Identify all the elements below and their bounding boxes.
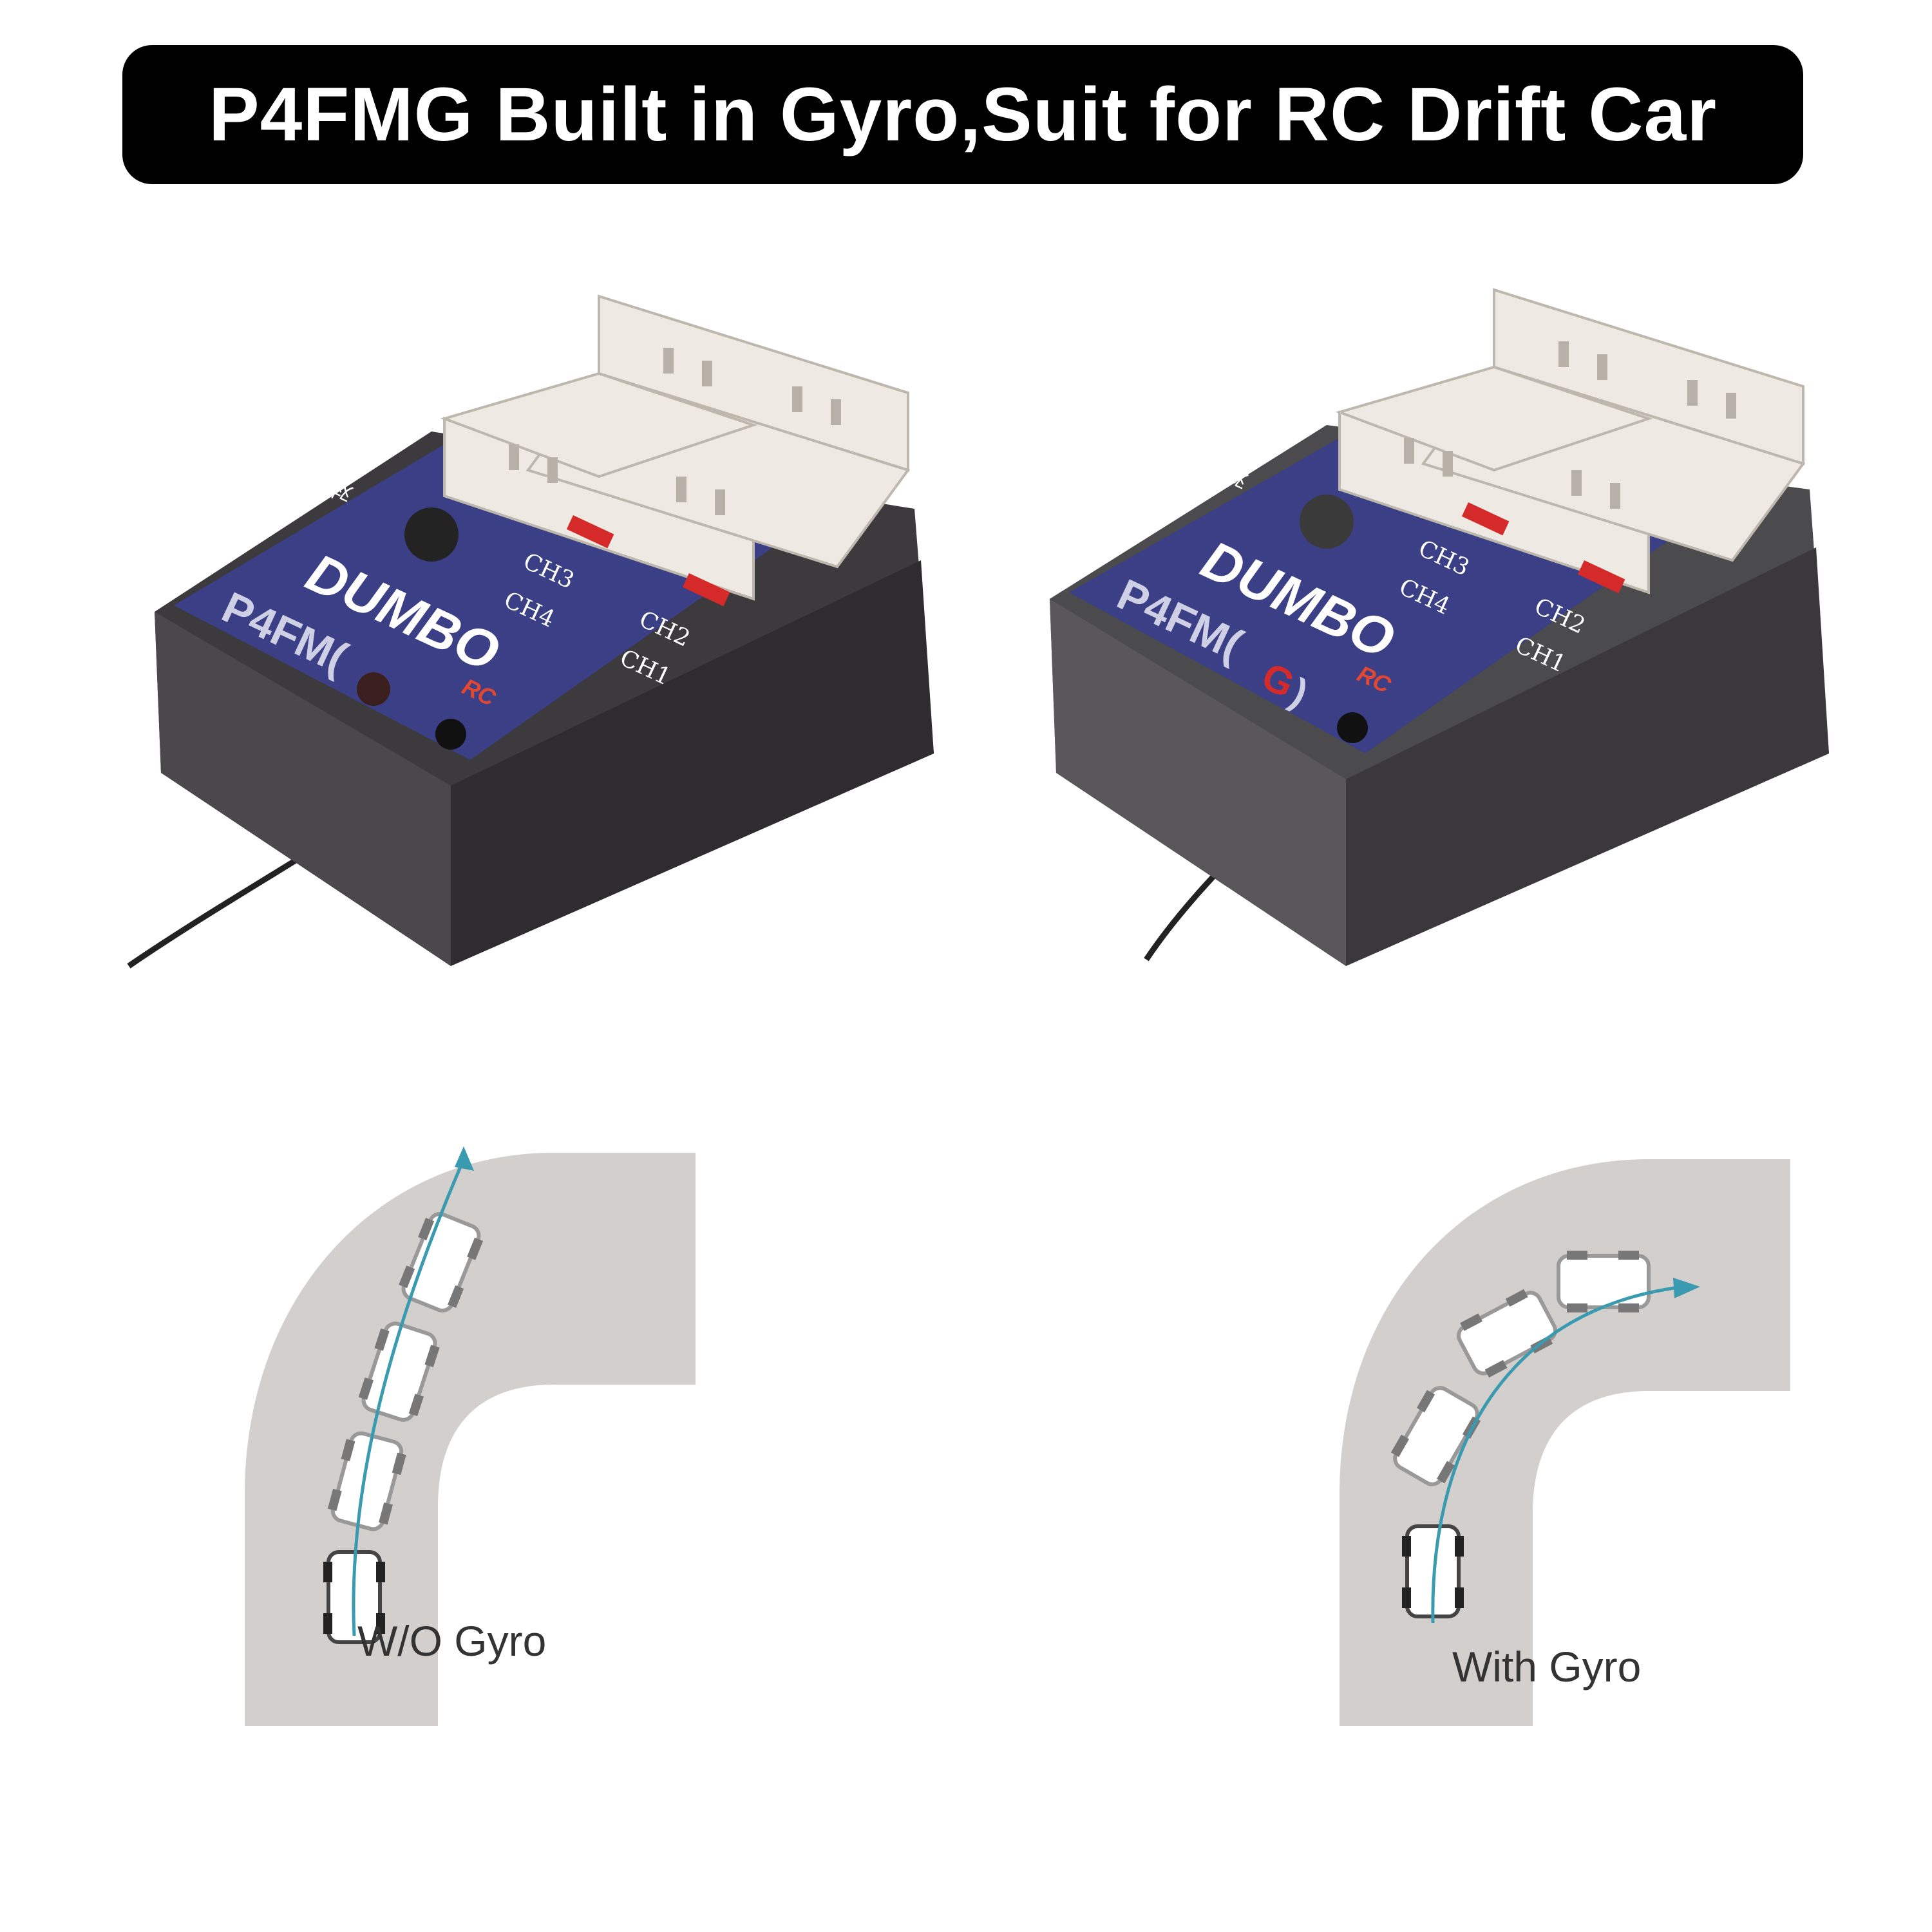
polarity-tags <box>1461 502 1625 594</box>
car-sequence <box>1390 1251 1651 1618</box>
track-diagram-with-gyro <box>1340 1159 1790 1726</box>
title-banner: P4FMG Built in Gyro,Suit for RC Drift Ca… <box>122 45 1803 184</box>
antenna-hole <box>435 719 466 750</box>
bind-button-hole <box>1300 495 1354 549</box>
trajectory-arrow <box>352 1159 466 1636</box>
bind-button-hole <box>404 507 459 562</box>
car-icon <box>1557 1251 1651 1312</box>
gyro-indicator-empty <box>357 672 390 706</box>
arrow-head-icon <box>1673 1278 1700 1298</box>
pair-label: 对码 <box>308 468 356 507</box>
receiver-with-gyro: DUMBO RC P4FM( G ) 对码 CH3 CH2 CH4 CH1 <box>1050 288 1829 966</box>
caption-with-gyro: With Gyro <box>1452 1643 1642 1690</box>
car-icon <box>399 1211 484 1313</box>
trajectory-arrow <box>1431 1286 1675 1624</box>
track-diagram-without-gyro <box>245 1146 696 1726</box>
arrow-head-icon <box>455 1146 474 1171</box>
banner-title: P4FMG Built in Gyro,Suit for RC Drift Ca… <box>208 72 1718 157</box>
antenna-hole <box>1337 712 1368 743</box>
caption-without-gyro: W/O Gyro <box>357 1617 547 1665</box>
servo-connectors <box>440 294 911 601</box>
car-icon <box>327 1431 406 1531</box>
servo-connectors <box>1335 288 1806 594</box>
pair-label: 对码 <box>1204 455 1251 494</box>
polarity-tags <box>566 515 730 607</box>
receiver-without-gyro: DUMBO RC P4FM( 对码 CH3 CH2 CH4 CH1 <box>127 294 934 969</box>
car-icon <box>1390 1386 1481 1486</box>
